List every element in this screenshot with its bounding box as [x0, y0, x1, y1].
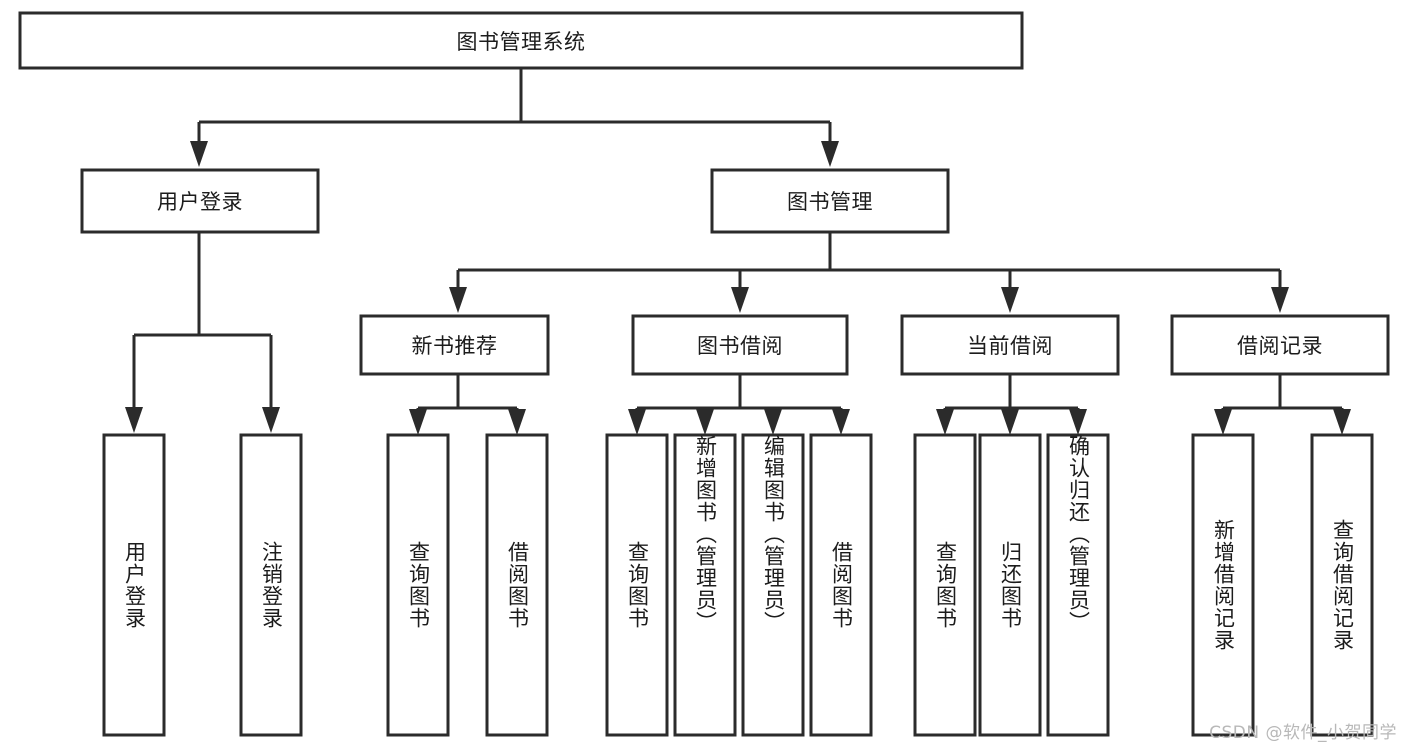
arrowhead-leaf-query-book-2 [628, 409, 646, 435]
node-leaf-edit-book-box[interactable] [741, 433, 805, 737]
node-leaf-borrow-book-2-box[interactable] [809, 433, 873, 737]
node-root-box[interactable] [18, 11, 1024, 70]
arrowhead-leaf-query-book-1 [409, 409, 427, 435]
arrowhead-leaf-query-book-3 [936, 409, 954, 435]
arrowhead-to-user-login [190, 141, 208, 167]
arrowhead-current-borrow [1001, 287, 1019, 313]
node-new-book-recommend-box[interactable] [359, 314, 550, 376]
arrowhead-leaf-edit-book [764, 409, 782, 435]
arrowhead-book-borrow [731, 287, 749, 313]
node-leaf-add-record-box[interactable] [1191, 433, 1255, 737]
node-leaf-user-logout-box[interactable] [239, 433, 303, 737]
node-leaf-return-book-box[interactable] [978, 433, 1042, 737]
arrowhead-leaf-borrow-book-2 [832, 409, 850, 435]
node-leaf-query-book-1-box[interactable] [386, 433, 450, 737]
arrowhead-borrow-record [1271, 287, 1289, 313]
arrowhead-leaf-user-login [125, 407, 143, 433]
arrowhead-leaf-add-book [696, 409, 714, 435]
node-leaf-add-book-box[interactable] [673, 433, 737, 737]
node-book-management-box[interactable] [710, 168, 950, 234]
watermark-text: CSDN @软件_小贺同学 [1209, 723, 1397, 743]
arrowhead-leaf-user-logout [262, 407, 280, 433]
node-leaf-query-book-2-box[interactable] [605, 433, 669, 737]
node-leaf-confirm-return-box[interactable] [1046, 433, 1110, 737]
node-current-borrow-box[interactable] [900, 314, 1120, 376]
node-leaf-query-record-box[interactable] [1310, 433, 1374, 737]
arrowhead-to-book-management [821, 141, 839, 167]
arrowhead-leaf-add-record [1214, 409, 1232, 435]
node-borrow-record-box[interactable] [1170, 314, 1390, 376]
node-leaf-query-book-3-box[interactable] [913, 433, 977, 737]
arrowhead-new-book-recommend [449, 287, 467, 313]
node-book-borrow-box[interactable] [631, 314, 849, 376]
arrowhead-leaf-query-record [1333, 409, 1351, 435]
node-leaf-borrow-book-1-box[interactable] [485, 433, 549, 737]
arrowhead-leaf-confirm-return [1069, 409, 1087, 435]
node-leaf-user-login-box[interactable] [102, 433, 166, 737]
arrowhead-leaf-borrow-book-1 [508, 409, 526, 435]
node-user-login-box[interactable] [80, 168, 320, 234]
arrowhead-leaf-return-book [1001, 409, 1019, 435]
